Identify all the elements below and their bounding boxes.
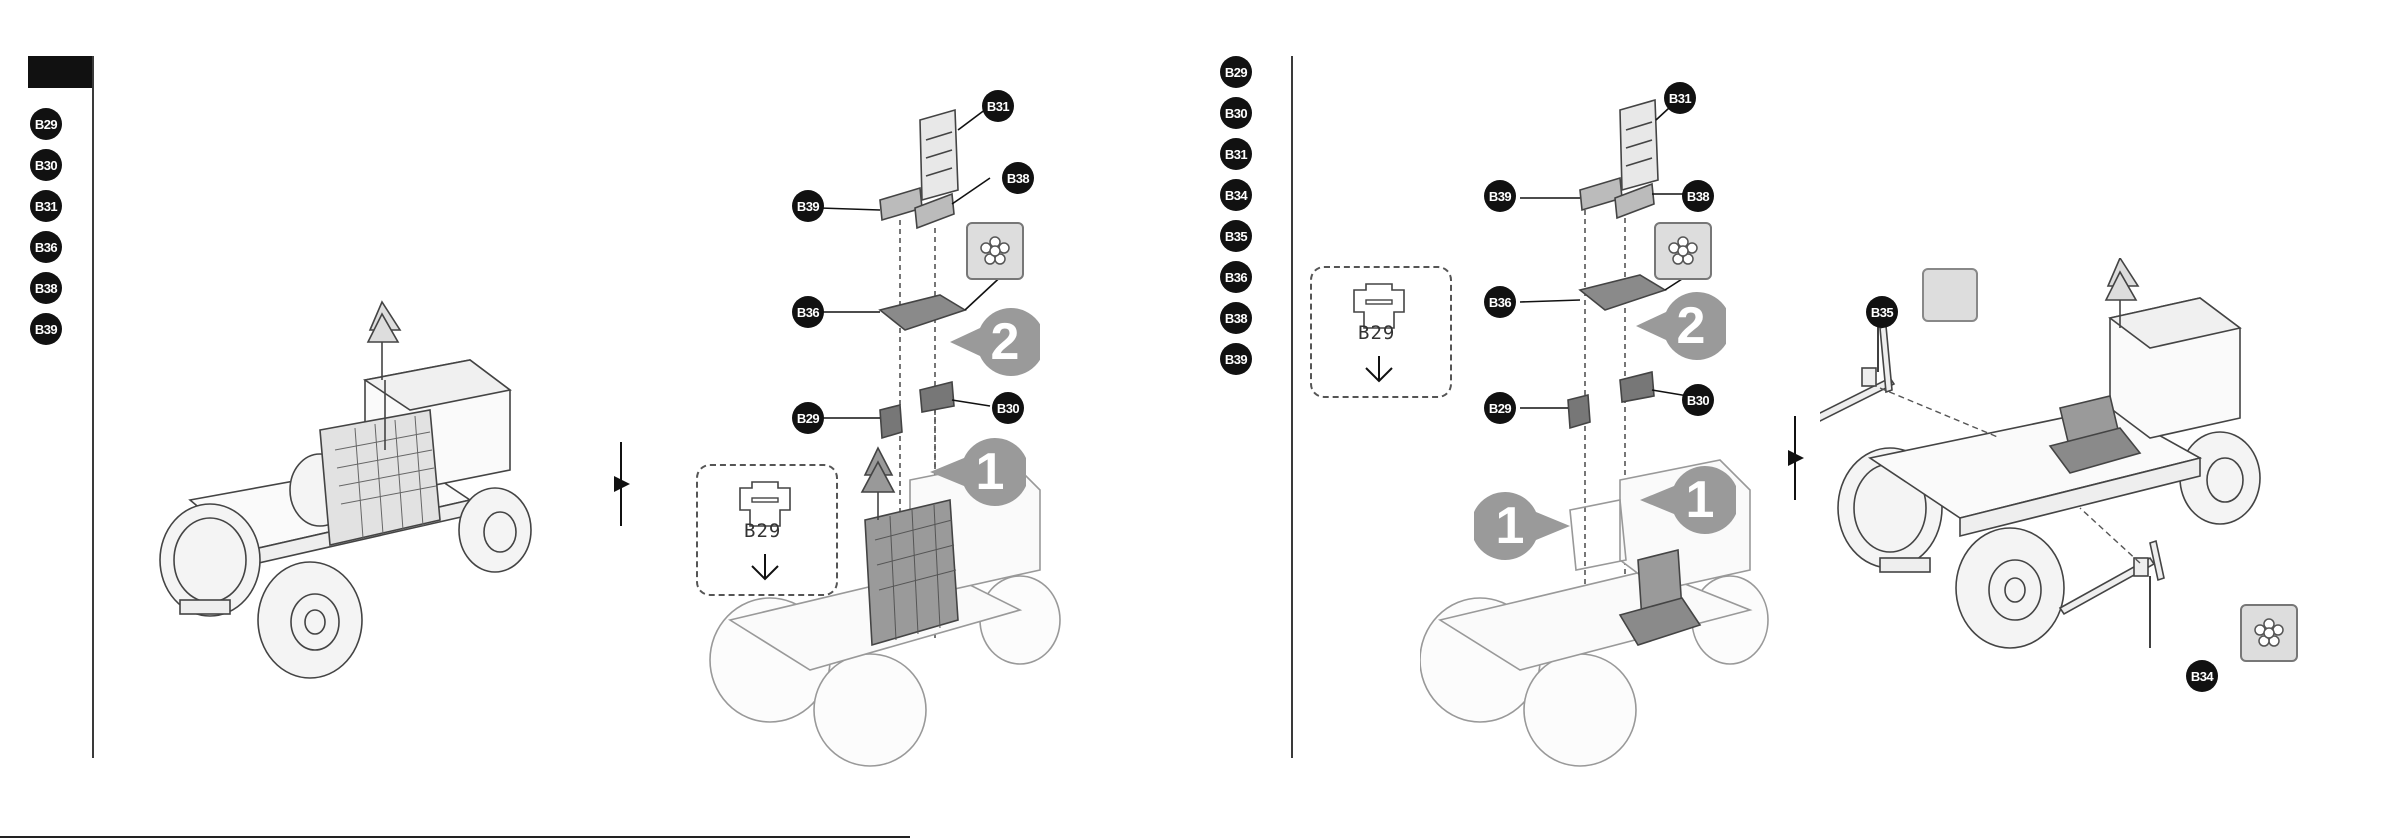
part-badge: B34 <box>1220 179 1252 211</box>
left-parts-list: B29 B30 B31 B36 B38 B39 <box>30 108 62 354</box>
flower-gear-icon <box>966 222 1024 280</box>
callout-b30: B30 <box>992 392 1024 424</box>
flower-gear-icon <box>2240 604 2298 662</box>
part-badge: B39 <box>1220 343 1252 375</box>
blank-part-box <box>1922 268 1978 322</box>
page-gutter-divider <box>1291 56 1293 758</box>
callout-b36: B36 <box>1484 286 1516 318</box>
callout-b29: B29 <box>792 402 824 434</box>
part-badge: B29 <box>30 108 62 140</box>
step-1-label: 1 <box>954 436 1026 508</box>
seat-install-exploded-illustration <box>1420 90 1770 770</box>
part-badge: B38 <box>30 272 62 304</box>
step-2-label: 2 <box>970 306 1040 378</box>
left-page-divider <box>92 56 94 758</box>
step-1-label: 1 <box>1474 490 1546 562</box>
part-badge: B35 <box>1220 220 1252 252</box>
down-arrow-icon <box>748 552 782 582</box>
hint-part-label: B29 <box>1358 322 1395 344</box>
step-header-tab <box>28 56 92 88</box>
step-1-label: 1 <box>1664 464 1736 536</box>
seat-assembly-exploded-illustration <box>690 100 1080 770</box>
part-badge: B29 <box>1220 56 1252 88</box>
down-arrow-icon <box>1362 354 1396 384</box>
callout-b30: B30 <box>1682 384 1714 416</box>
callout-b34: B34 <box>2186 660 2218 692</box>
tractor-overview-illustration <box>150 300 570 690</box>
callout-b35: B35 <box>1866 296 1898 328</box>
triangle-right-icon <box>1788 450 1804 466</box>
part-badge: B36 <box>1220 261 1252 293</box>
part-badge: B39 <box>30 313 62 345</box>
callout-b38: B38 <box>1682 180 1714 212</box>
part-badge: B30 <box>30 149 62 181</box>
part-badge: B38 <box>1220 302 1252 334</box>
triangle-right-icon <box>614 476 630 492</box>
step-2-label: 2 <box>1656 290 1726 362</box>
hint-part-label: B29 <box>744 520 781 542</box>
part-badge: B36 <box>30 231 62 263</box>
part-badge: B30 <box>1220 97 1252 129</box>
callout-b31: B31 <box>1664 82 1696 114</box>
callout-b36: B36 <box>792 296 824 328</box>
right-parts-list: B29 B30 B31 B34 B35 B36 B38 B39 <box>1220 56 1252 384</box>
part-badge: B31 <box>30 190 62 222</box>
callout-b38: B38 <box>1002 162 1034 194</box>
callout-b31: B31 <box>982 90 1014 122</box>
callout-b39: B39 <box>1484 180 1516 212</box>
page-bottom-rule <box>0 836 910 838</box>
flower-gear-icon <box>1654 222 1712 280</box>
part-badge: B31 <box>1220 138 1252 170</box>
callout-b29: B29 <box>1484 392 1516 424</box>
callout-b39: B39 <box>792 190 824 222</box>
